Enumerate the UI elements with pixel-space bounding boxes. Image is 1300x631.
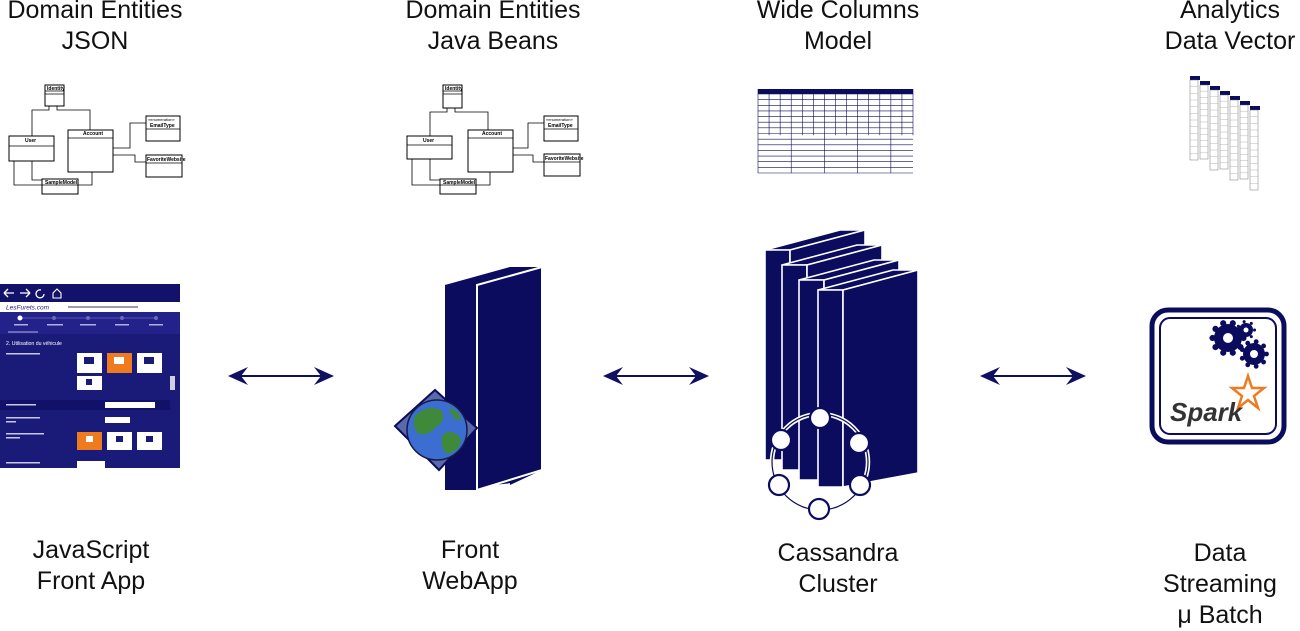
column-title-json: Domain Entities JSON: [7, 0, 183, 55]
arrow-app-webapp: [228, 367, 334, 385]
column-title-java-beans: Domain Entities Java Beans: [405, 0, 581, 55]
svg-text:Account: Account: [83, 131, 103, 137]
caption-cassandra: Cassandra Cluster: [777, 539, 899, 598]
uml-class-sample-model: SampleModel: [41, 178, 79, 195]
data-vector-icon: [1189, 76, 1260, 191]
spark-logo: Spark: [1149, 307, 1287, 445]
screenshot-brand: LesFurets.com: [6, 305, 50, 312]
svg-text:EmailType: EmailType: [548, 123, 573, 129]
column-title-wide-columns: Wide Columns Model: [756, 0, 920, 55]
uml-class-user: User: [8, 135, 55, 162]
uml-class-account: Account: [67, 129, 114, 173]
svg-text:SampleModel: SampleModel: [443, 180, 476, 186]
cassandra-ring: [767, 406, 872, 521]
screenshot-section-title: 2. Utilisation du véhicule: [6, 341, 62, 347]
svg-text:Identity: Identity: [47, 86, 65, 92]
svg-text:FavoriteWebsite: FavoriteWebsite: [147, 157, 186, 163]
uml-class-sample-model: SampleModel: [439, 178, 477, 195]
back-arrow-icon: [3, 288, 14, 298]
svg-text:FavoriteWebsite: FavoriteWebsite: [545, 156, 584, 162]
column-title-analytics: Analytics Data Vector: [1164, 0, 1296, 55]
gear-icon: [1209, 320, 1269, 369]
home-icon: [52, 288, 62, 299]
uml-diagram-json: Identity User Account «enumeration» Emai…: [8, 84, 186, 195]
svg-text:User: User: [423, 138, 434, 144]
globe-icon: [393, 388, 479, 472]
arrow-cassandra-spark: [980, 367, 1086, 385]
web-server-icon: [393, 265, 543, 492]
forward-arrow-icon: [20, 288, 31, 298]
cassandra-servers-icon: [764, 228, 919, 521]
svg-text:«enumeration»: «enumeration»: [148, 117, 175, 122]
spark-wordmark: Spark: [1170, 397, 1244, 427]
uml-class-email-type: «enumeration» EmailType: [543, 115, 579, 142]
svg-text:EmailType: EmailType: [150, 123, 175, 129]
spark-star-icon: [1228, 372, 1268, 412]
caption-webapp: Front WebApp: [422, 536, 518, 595]
svg-text:«enumeration»: «enumeration»: [546, 117, 573, 122]
caption-front-app: JavaScript Front App: [32, 536, 150, 595]
arrow-webapp-cassandra: [603, 367, 709, 385]
front-app-screenshot: LesFurets.com 2. Utilisation du véhicule: [0, 284, 180, 468]
svg-text:Account: Account: [482, 131, 502, 137]
uml-class-identity: Identity: [44, 84, 65, 107]
uml-class-favorite-website: FavoriteWebsite: [145, 154, 186, 178]
uml-class-account: Account: [467, 129, 514, 173]
refresh-icon: [35, 289, 45, 299]
svg-text:User: User: [25, 138, 36, 144]
uml-class-email-type: «enumeration» EmailType: [145, 115, 181, 142]
svg-text:SampleModel: SampleModel: [45, 180, 78, 186]
caption-spark: Data Streaming μ Batch: [1163, 539, 1277, 629]
uml-class-favorite-website: FavoriteWebsite: [543, 153, 584, 177]
svg-text:Identity: Identity: [445, 86, 463, 92]
uml-class-identity: Identity: [442, 84, 463, 109]
uml-class-user: User: [406, 135, 453, 160]
uml-diagram-java-beans: Identity User Account «enumeration» Emai…: [406, 84, 584, 195]
wide-columns-table-icon: [757, 89, 914, 174]
